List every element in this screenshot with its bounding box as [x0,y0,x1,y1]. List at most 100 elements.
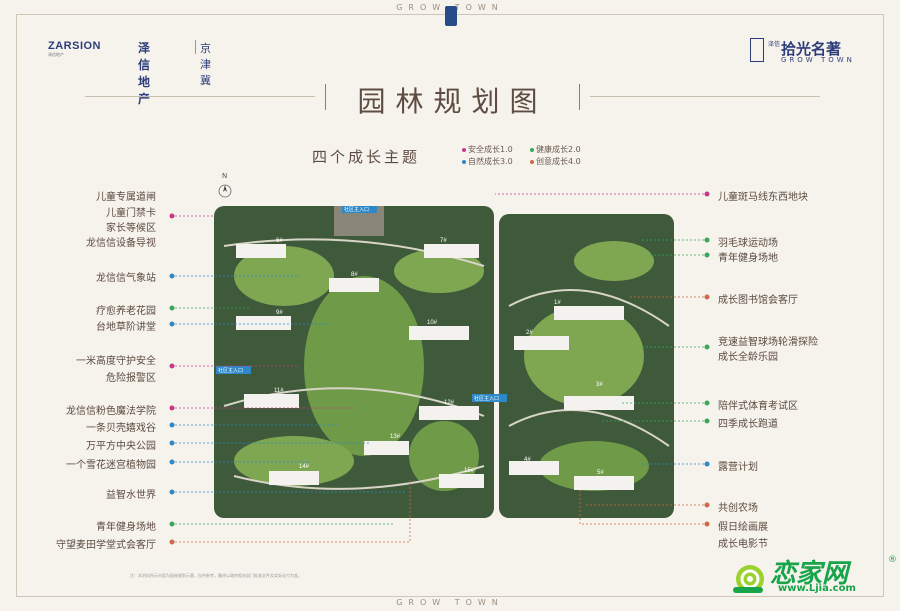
lawn [234,436,354,486]
building-block [514,336,569,350]
watermark-url: www.Ljia.com [778,583,856,594]
developer-logo-en: ZARSION [48,40,101,52]
callout-label: 竞速益智球场轮滑探险 [718,337,818,348]
building-block [564,396,634,410]
legend-dot-icon [530,147,534,152]
central-park-lawn [304,276,424,456]
callout-label: 龙信信粉色魔法学院 [66,406,156,417]
watermark-logo: 恋家网 www.Ljia.com ® [730,553,897,603]
callout-label: 儿童专属道闸 [96,192,156,203]
building-block [269,471,319,485]
callout-label: 四季成长跑道 [718,419,778,430]
building-block [419,406,479,420]
brand-divider [195,40,196,54]
entrance-tag [472,394,507,402]
callout-label: 龙信信设备导视 [86,238,156,249]
watermark-brand: 恋家网 [770,559,849,589]
center-emblem-logo [445,6,457,26]
page-subtitle: 四个成长主题 [312,148,421,166]
legend-dot-icon [462,147,466,152]
callout-label: 成长全龄乐园 [718,352,778,363]
building-label: 7# [440,238,447,244]
building-label: 4# [524,457,531,463]
building-label: 10# [427,320,438,326]
title-block: 园林规划图 [325,80,580,118]
entrance-tag [216,366,251,374]
building-label: 13# [390,434,401,440]
north-label: N [222,172,228,180]
building-block [236,316,291,330]
callout-label: 龙信信气象站 [96,273,156,284]
legend-dot-icon [530,159,534,164]
title-bracket-left [325,84,326,110]
callout-label: 守望麦田学堂式会客厅 [56,540,156,551]
legend-item: 自然成长3.0 [462,156,513,167]
callout-label: 一条贝壳嬉戏谷 [86,423,156,434]
north-arrow-icon [218,184,232,198]
entrance-tag [342,206,377,213]
callout-label: 危险报警区 [106,373,156,384]
callout-label: 陪伴式体育考试区 [718,401,798,412]
entrance-label: 社区主入口 [474,395,499,402]
title-rule-right [590,96,820,97]
building-label: 6# [276,238,283,244]
callout-label: 成长图书馆会客厅 [718,295,798,306]
callout-label: 露营计划 [718,462,758,473]
entrance-label: 社区主入口 [344,206,369,213]
callout-label: 一米高度守护安全 [76,356,156,367]
callout-label: 儿童门禁卡 [106,208,156,219]
building-label: 5# [597,470,604,476]
building-block [236,244,286,258]
legend-item: 健康成长2.0 [530,144,581,155]
building-label: 9# [276,310,283,316]
callout-label: 羽毛球运动场 [718,238,778,249]
project-region: 京津冀 [200,42,211,87]
project-logo-prefix: 泽信 [768,41,781,48]
building-label: 15# [464,468,475,474]
building-block [329,278,379,292]
building-label: 2# [526,330,533,336]
building-block [409,326,469,340]
callout-label: 一个雪花迷宫植物园 [66,460,156,471]
building-block [439,474,484,488]
project-logo-icon [750,38,764,62]
title-bracket-right [579,84,580,110]
disclaimer-footnote: 注：本资料所示内容为园林规划示意，仅供参考，最终以政府相关部门批准文件及实际交付… [130,573,302,578]
legend-dot-icon [462,159,466,164]
building-label: 3# [596,382,603,388]
callout-label: 益智水世界 [106,490,156,501]
callout-label: 假日绘画展 [718,522,768,533]
entrance-label: 社区主入口 [218,367,243,374]
page-title: 园林规划图 [357,85,548,118]
walkway [508,409,670,447]
developer-logo: ZARSION 泽信地产 泽信地产 京津冀 [48,40,211,106]
building-label: 1# [554,300,561,306]
building-label: 11# [274,388,284,394]
lawn [524,306,644,406]
building-block [364,441,409,455]
project-name: 拾光名著 [781,40,842,58]
legend-item: 安全成长1.0 [462,144,513,155]
building-block [554,306,624,320]
bottom-banner: GROW TOWN [396,598,504,607]
legend-item: 创意成长4.0 [530,156,581,167]
walkway [508,289,670,327]
callout-label: 青年健身场地 [96,522,156,533]
site-plan-map: 1# 2# 3# 4# 5# 6# 7# 8# 9# 10# 11# 12# 1… [214,206,674,518]
callout-label: 万平方中央公园 [86,441,156,452]
building-block [574,476,634,490]
callout-label: 儿童斑马线东西地块 [718,192,808,203]
lawn [574,241,654,281]
building-block [244,394,299,408]
lawn [409,421,479,491]
callout-label: 台地草阶讲堂 [96,322,156,333]
building-label: 12# [444,400,455,406]
building-block [424,244,479,258]
callout-label: 共创农场 [718,503,758,514]
building-block [509,461,559,475]
developer-logo-en-sub: 泽信地产 [48,52,64,57]
registered-icon: ® [888,555,897,565]
title-rule-left [85,96,315,97]
project-name-en: GROW TOWN [781,56,855,64]
building-label: 8# [351,272,358,278]
